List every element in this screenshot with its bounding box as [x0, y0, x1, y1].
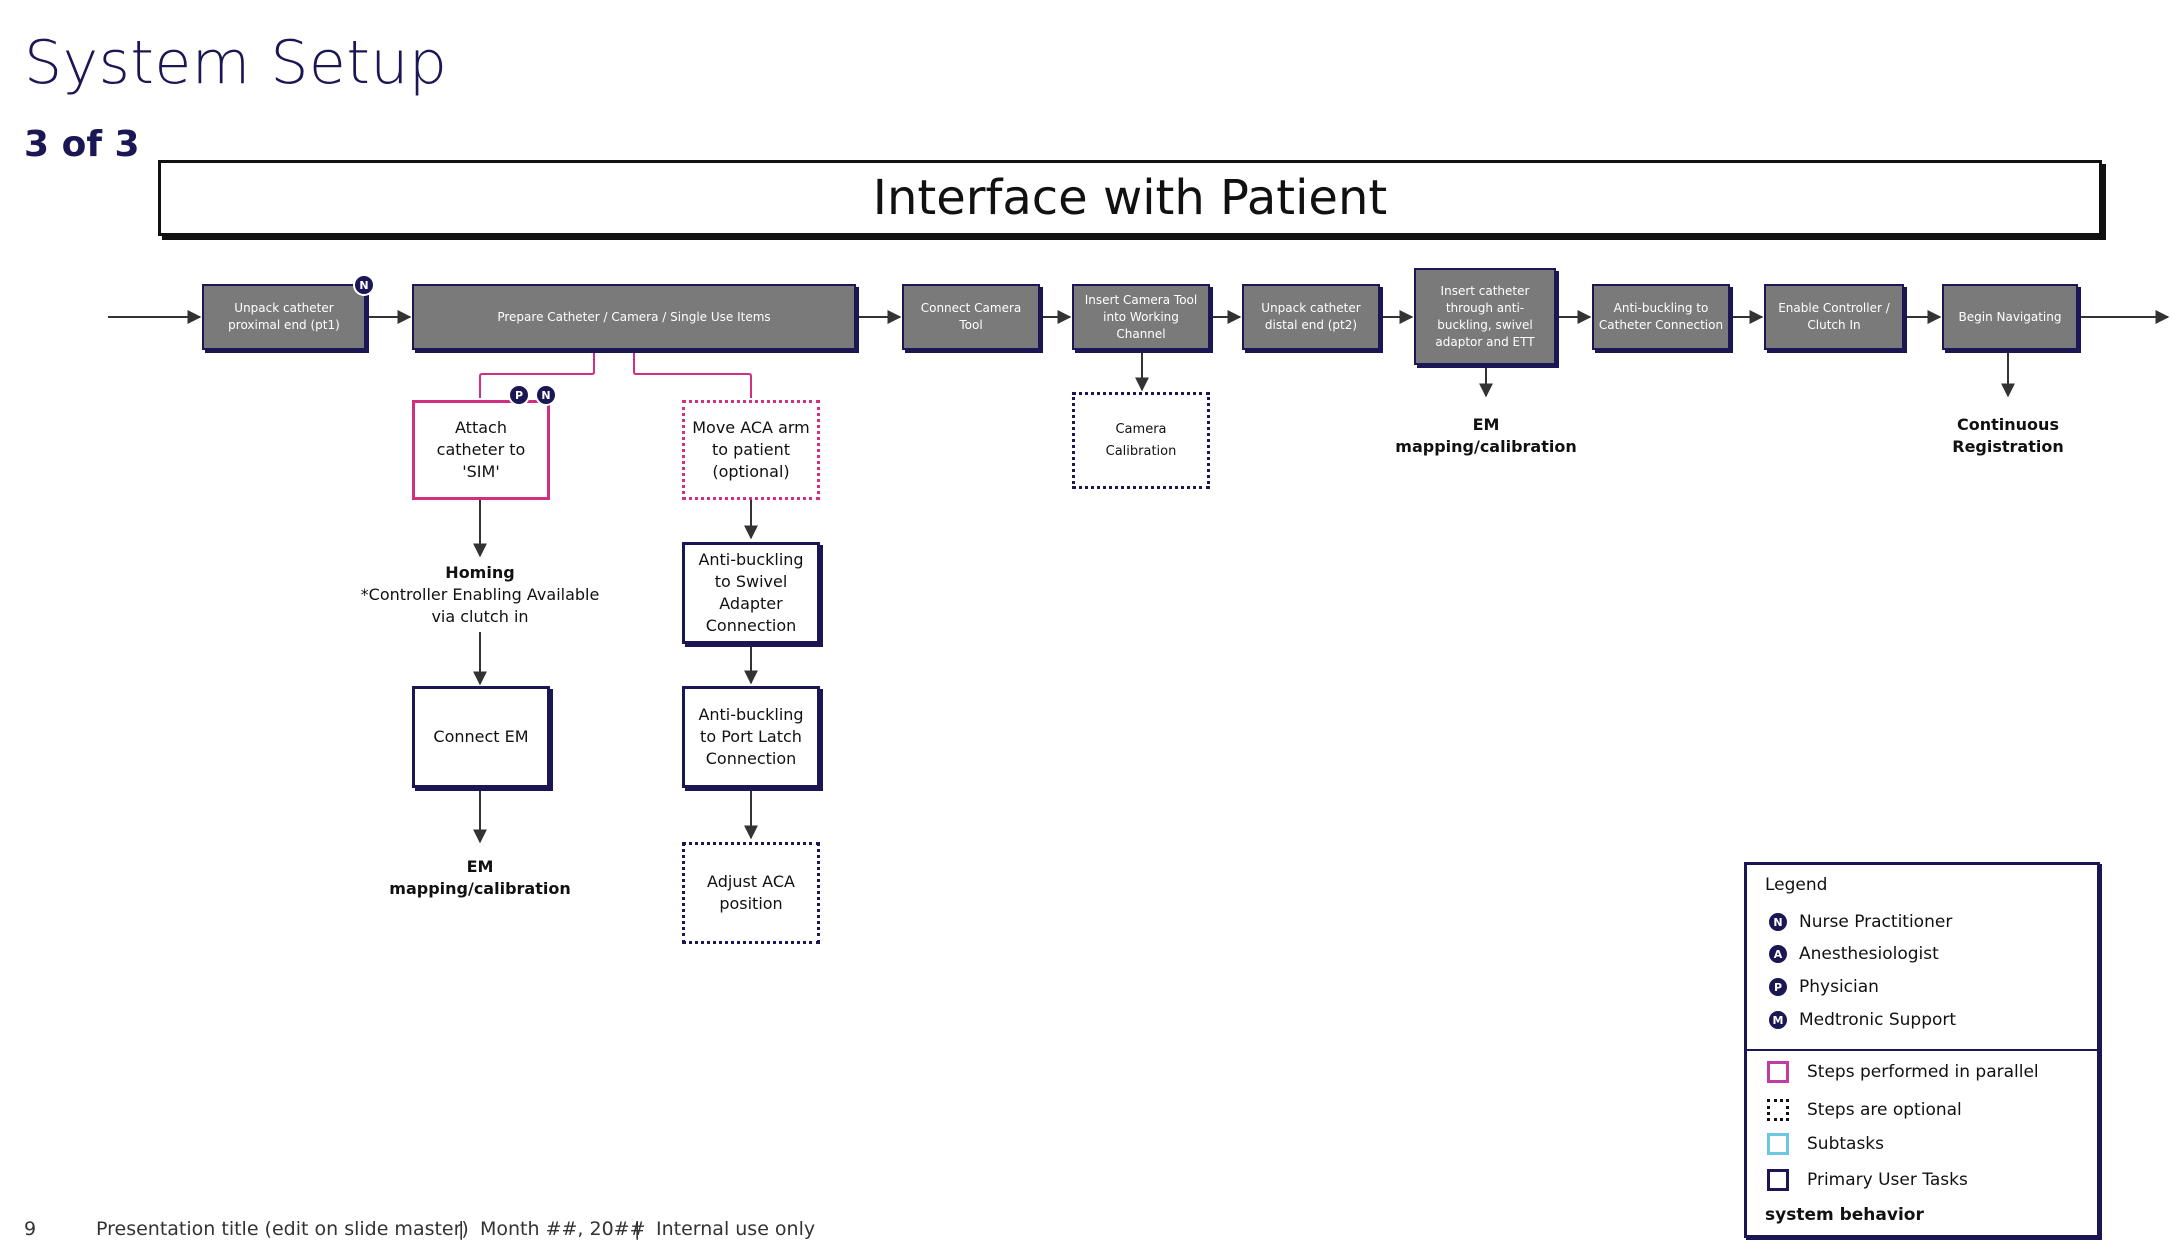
- legend-style-subtasks: Subtasks: [1767, 1133, 1884, 1155]
- step-begin-navigating[interactable]: Begin Navigating: [1942, 284, 2078, 350]
- legend-role-anesthesiologist: A Anesthesiologist: [1767, 943, 1939, 965]
- physician-badge-icon: P: [1767, 976, 1789, 998]
- physician-badge-icon: P: [508, 384, 530, 406]
- step-anti-buckling-catheter[interactable]: Anti-buckling to Catheter Connection: [1592, 284, 1730, 350]
- legend-style-label: Subtasks: [1807, 1134, 1884, 1154]
- nurse-badge-icon: N: [353, 274, 375, 296]
- footer-date: Month ##, 20##: [480, 1218, 646, 1240]
- step-enable-controller[interactable]: Enable Controller / Clutch In: [1764, 284, 1904, 350]
- legend-style-optional: Steps are optional: [1767, 1099, 1962, 1121]
- legend-role-nurse: N Nurse Practitioner: [1767, 911, 1952, 933]
- legend-role-label: Physician: [1799, 977, 1879, 997]
- footer-separator: |: [458, 1218, 465, 1240]
- step-insert-camera[interactable]: Insert Camera Tool into Working Channel: [1072, 284, 1210, 350]
- section-banner: Interface with Patient: [158, 160, 2102, 236]
- step-unpack-proximal[interactable]: Unpack catheter proximal end (pt1): [202, 284, 366, 350]
- anti-buckling-swivel-box[interactable]: Anti-buckling to Swivel Adapter Connecti…: [682, 542, 820, 644]
- page-title: System Setup: [24, 28, 448, 98]
- step-connect-camera[interactable]: Connect Camera Tool: [902, 284, 1040, 350]
- nurse-badge-icon: N: [535, 384, 557, 406]
- legend-style-label: Primary User Tasks: [1807, 1170, 1968, 1190]
- legend-style-primary: Primary User Tasks: [1767, 1169, 1968, 1191]
- legend-style-parallel: Steps performed in parallel: [1767, 1061, 2039, 1083]
- optional-swatch-icon: [1767, 1099, 1789, 1121]
- legend-role-medtronic: M Medtronic Support: [1767, 1009, 1956, 1031]
- nurse-badge-icon: N: [1767, 911, 1789, 933]
- medtronic-badge-icon: M: [1767, 1009, 1789, 1031]
- em-mapping-label-left: EM mapping/calibration: [389, 857, 571, 898]
- step-insert-catheter[interactable]: Insert catheter through anti-buckling, s…: [1414, 268, 1556, 365]
- step-unpack-distal[interactable]: Unpack catheter distal end (pt2): [1242, 284, 1380, 350]
- em-mapping-label-top: EM mapping/calibration: [1395, 415, 1577, 456]
- legend-style-label: Steps are optional: [1807, 1100, 1962, 1120]
- anti-buckling-port-box[interactable]: Anti-buckling to Port Latch Connection: [682, 686, 820, 788]
- anesthesiologist-badge-icon: A: [1767, 943, 1789, 965]
- adjust-aca-box[interactable]: Adjust ACA position: [682, 842, 820, 944]
- continuous-registration-label: Continuous Registration: [1952, 415, 2064, 456]
- legend: Legend N Nurse Practitioner A Anesthesio…: [1744, 862, 2100, 1238]
- primary-swatch-icon: [1767, 1169, 1789, 1191]
- legend-role-label: Medtronic Support: [1799, 1010, 1957, 1030]
- legend-role-label: Anesthesiologist: [1799, 944, 1939, 964]
- legend-role-physician: P Physician: [1767, 976, 1879, 998]
- footer-separator: |: [634, 1218, 641, 1240]
- legend-style-label: Steps performed in parallel: [1807, 1062, 2039, 1082]
- footer-classification: Internal use only: [656, 1218, 816, 1240]
- page-number: 9: [24, 1218, 37, 1240]
- camera-calibration-box[interactable]: Camera Calibration: [1072, 392, 1210, 489]
- homing-note: *Controller Enabling Available via clutc…: [360, 585, 600, 626]
- subtasks-swatch-icon: [1767, 1133, 1789, 1155]
- legend-title: Legend: [1765, 875, 1828, 895]
- homing-label: Homing: [445, 563, 515, 582]
- attach-catheter-box[interactable]: Attach catheter to 'SIM': [412, 400, 550, 500]
- legend-divider: [1747, 1049, 2097, 1051]
- parallel-swatch-icon: [1767, 1061, 1789, 1083]
- page-subtitle: 3 of 3: [24, 124, 140, 165]
- legend-system-behavior: system behavior: [1765, 1205, 1924, 1225]
- parallel-branch-right: [633, 352, 752, 398]
- connect-em-box[interactable]: Connect EM: [412, 686, 550, 788]
- legend-role-label: Nurse Practitioner: [1799, 912, 1953, 932]
- footer-presentation-title: Presentation title (edit on slide master…: [96, 1218, 469, 1240]
- step-prepare-catheter[interactable]: Prepare Catheter / Camera / Single Use I…: [412, 284, 856, 350]
- move-aca-box[interactable]: Move ACA arm to patient (optional): [682, 400, 820, 500]
- parallel-branch-left: [479, 352, 595, 398]
